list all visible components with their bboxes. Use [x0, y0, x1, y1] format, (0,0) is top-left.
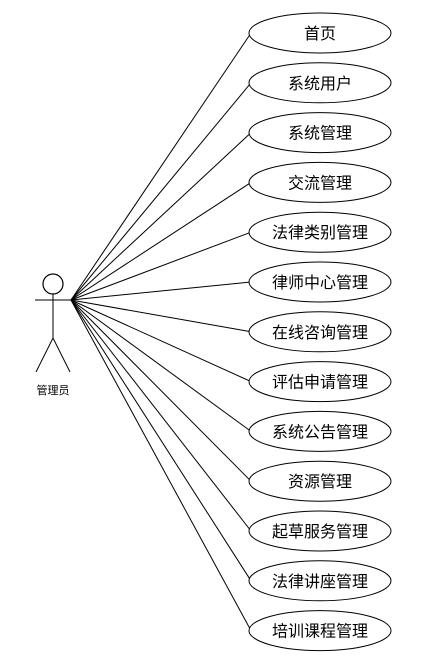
use-case: 资源管理	[248, 460, 392, 502]
use-case-label: 资源管理	[288, 472, 352, 491]
association-line	[70, 82, 252, 301]
actor-label: 管理员	[37, 383, 70, 397]
use-case-ellipse	[248, 610, 392, 652]
association-line	[70, 132, 252, 301]
association-line	[70, 231, 252, 301]
use-case: 交流管理	[248, 161, 392, 203]
use-case-label: 首页	[304, 24, 336, 43]
actor-administrator: 管理员	[35, 273, 71, 397]
use-case-ellipse	[248, 311, 392, 353]
use-case-label: 法律讲座管理	[272, 572, 368, 591]
use-case: 首页	[248, 12, 392, 54]
association-line	[70, 281, 252, 301]
use-case-ellipse	[248, 361, 392, 403]
use-case: 系统公告管理	[248, 410, 392, 452]
use-case: 评估申请管理	[248, 361, 392, 403]
use-case: 培训课程管理	[248, 610, 392, 652]
actor-right-leg	[52, 337, 71, 373]
association-line	[70, 299, 252, 333]
use-case: 在线咨询管理	[248, 311, 392, 353]
use-case-label: 法律类别管理	[272, 223, 368, 242]
use-case-label: 在线咨询管理	[272, 323, 368, 342]
use-case-ellipse	[248, 261, 392, 303]
use-case-label: 起草服务管理	[272, 522, 368, 541]
association-line	[70, 181, 252, 301]
actor-left-leg	[35, 337, 54, 373]
use-case-ellipse	[248, 560, 392, 602]
use-case: 律师中心管理	[248, 261, 392, 303]
use-case: 起草服务管理	[248, 510, 392, 552]
use-case: 法律讲座管理	[248, 560, 392, 602]
association-line	[70, 299, 252, 631]
use-case-ellipse	[248, 460, 392, 502]
association-line	[70, 299, 252, 482]
use-case-ellipse	[248, 62, 392, 104]
association-line	[70, 32, 252, 301]
association-line	[70, 299, 252, 383]
use-case-ellipse	[248, 112, 392, 154]
use-case-ellipse	[248, 510, 392, 552]
use-case-ellipse	[248, 161, 392, 203]
association-line	[70, 299, 252, 582]
use-case: 系统用户	[248, 62, 392, 104]
association-line	[70, 299, 252, 532]
use-case-label: 培训课程管理	[272, 622, 368, 641]
use-case-ellipse	[248, 211, 392, 253]
association-lines	[70, 32, 252, 631]
use-case-ellipse	[248, 410, 392, 452]
association-line	[70, 299, 252, 432]
use-case: 系统管理	[248, 112, 392, 154]
use-case-label: 评估申请管理	[272, 373, 368, 392]
use-case-label: 律师中心管理	[272, 273, 368, 292]
use-case-list: 首页系统用户系统管理交流管理法律类别管理律师中心管理在线咨询管理评估申请管理系统…	[248, 12, 392, 652]
use-case-label: 系统管理	[288, 124, 352, 143]
use-case-label: 系统公告管理	[272, 422, 368, 441]
use-case-label: 系统用户	[288, 74, 352, 93]
use-case-label: 交流管理	[288, 173, 352, 192]
actor-head	[42, 273, 64, 295]
use-case-ellipse	[248, 12, 392, 54]
use-case: 法律类别管理	[248, 211, 392, 253]
